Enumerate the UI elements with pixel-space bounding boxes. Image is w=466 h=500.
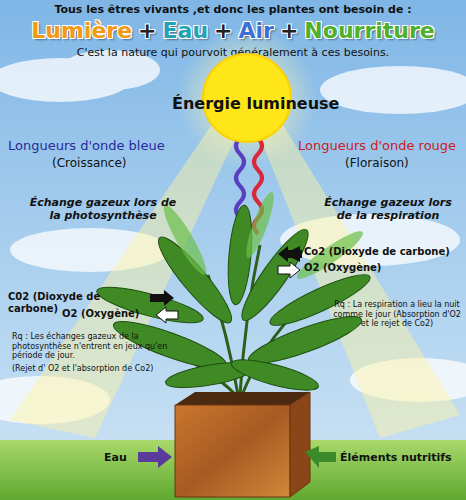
need-word: Lumière xyxy=(31,18,132,43)
need-word: Nourriture xyxy=(304,18,434,43)
effect-label: (Croissance) xyxy=(52,156,182,170)
sun-label: Énergie lumineuse xyxy=(172,94,322,113)
input-label: Eau xyxy=(104,451,144,464)
exchange-heading: Échange gazeux lors de la respiration xyxy=(318,196,458,222)
wavelength-label: Longueurs d'onde bleue xyxy=(8,138,218,154)
need-word: Air xyxy=(239,18,274,43)
note-text: Rq : Les échanges gazeux de la photosynt… xyxy=(12,332,177,361)
plus-sign: + xyxy=(280,18,298,43)
sun-node: Énergie lumineuse xyxy=(172,52,322,144)
gas-label: O2 (Oxygène) xyxy=(304,262,454,274)
gas-label: Co2 (Dioxyde de carbone) xyxy=(304,246,464,258)
page-title: Tous les êtres vivants ,et donc les plan… xyxy=(0,3,466,16)
exchange-heading: Échange gazeux lors de la photosynthèse xyxy=(28,196,178,222)
note-text: (Rejet d' O2 et l'absorption de Co2) xyxy=(12,364,187,374)
note-text: Rq : La respiration a lieu la nuit comme… xyxy=(332,300,462,329)
need-word: Eau xyxy=(163,18,209,43)
input-label: Éléments nutritifs xyxy=(340,451,465,464)
plus-sign: + xyxy=(214,18,232,43)
gas-label: O2 (Oxygène) xyxy=(62,308,162,320)
plus-sign: + xyxy=(138,18,156,43)
effect-label: (Floraison) xyxy=(345,156,465,170)
wavelength-label: Longueurs d'onde rouge xyxy=(298,138,466,154)
needs-row: Lumière+Eau+Air+Nourriture xyxy=(0,18,466,43)
